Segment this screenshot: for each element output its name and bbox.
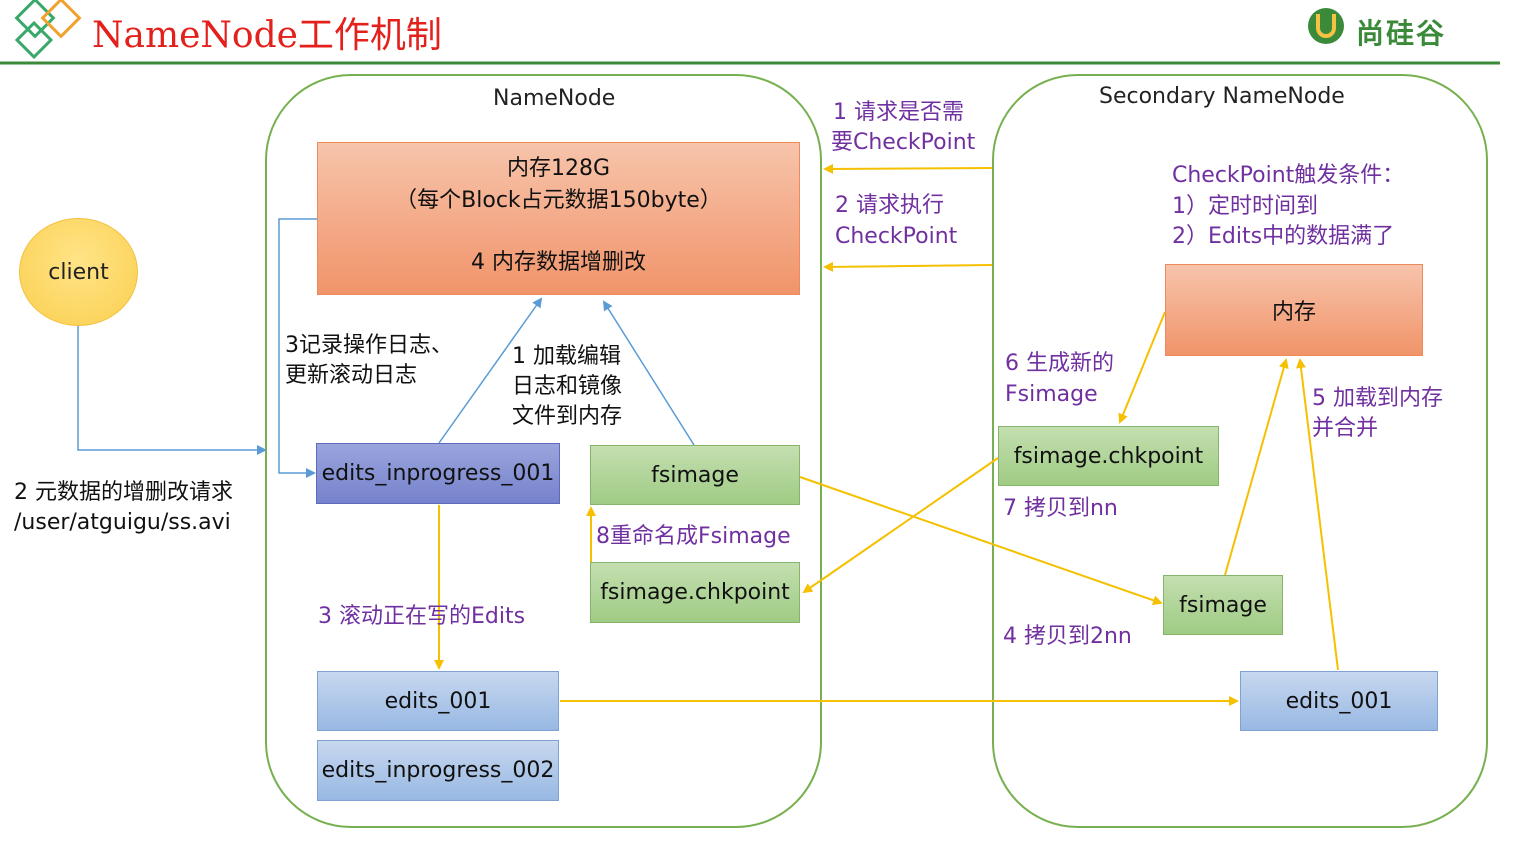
load-fsimage-2nn-arrow [1224,358,1289,576]
namenode-title: NameNode [493,86,616,111]
namenode-memory-op: 4 内存数据增删改 [471,250,646,275]
edits-inprogress-001-box: edits_inprogress_001 [316,443,560,504]
log-note-line-1: 3记录操作日志、 [285,333,453,358]
load-merge-note-line-1: 5 加载到内存 [1312,386,1443,411]
load-edits-2nn-arrow [1296,358,1339,671]
load-edits-arrow [438,297,543,444]
namenode-fsimage-box: fsimage [590,445,800,505]
copy-to-nn-note: 7 拷贝到nn [1003,496,1118,521]
checkpoint-exec-line-2: CheckPoint [835,224,958,249]
namenode-fsimage-chkpoint-label: fsimage.chkpoint [600,580,790,605]
secondary-memory-box: 内存 [1165,264,1423,356]
page-title: NameNode工作机制 [92,15,442,56]
checkpoint-query-line-2: 要CheckPoint [831,130,976,155]
generate-note-line-1: 6 生成新的 [1005,351,1114,376]
load-note-line-1: 1 加载编辑 [512,344,621,369]
client-node: client [19,218,138,326]
trigger-condition-2: 2）Edits中的数据满了 [1172,224,1395,249]
secondary-memory-label: 内存 [1271,300,1316,325]
company-logo-icon [1308,8,1344,44]
checkpoint-query-line-1: 1 请求是否需 [833,100,964,125]
namenode-fsimage-chkpoint-box: fsimage.chkpoint [590,562,800,623]
secondary-namenode-title: Secondary NameNode [1099,84,1345,109]
secondary-fsimage-label: fsimage [1179,592,1267,618]
client-label: client [48,259,109,285]
load-note-line-3: 文件到内存 [512,404,623,429]
checkpoint-query-arrow [823,163,993,174]
trigger-title: CheckPoint触发条件： [1172,163,1405,188]
secondary-edits-001-box: edits_001 [1240,671,1438,731]
roll-edits-note: 3 滚动正在写的Edits [318,604,526,629]
log-note-line-2: 更新滚动日志 [285,363,418,388]
copy-chkpoint-arrow [802,457,999,594]
client-request-label-1: 2 元数据的增删改请求 [14,480,233,505]
secondary-namenode-panel [992,74,1488,828]
generate-note-line-2: Fsimage [1005,382,1098,407]
secondary-fsimage-box: fsimage [1163,575,1283,635]
rename-note: 8重命名成Fsimage [596,524,791,549]
namenode-fsimage-label: fsimage [651,462,739,488]
namenode-edits-001-label: edits_001 [384,688,492,714]
namenode-memory-note: （每个Block占元数据150byte） [395,188,722,213]
secondary-fsimage-chkpoint-box: fsimage.chkpoint [998,426,1219,486]
namenode-memory-size: 内存128G [506,156,611,181]
secondary-fsimage-chkpoint-label: fsimage.chkpoint [1013,443,1204,469]
copy-to-2nn-note: 4 拷贝到2nn [1003,624,1132,649]
namenode-memory-box: 内存128G （每个Block占元数据150byte） 4 内存数据增删改 [317,142,800,295]
trigger-condition-1: 1）定时时间到 [1172,194,1318,219]
secondary-edits-001-label: edits_001 [1285,688,1393,714]
edits-inprogress-002-label: edits_inprogress_002 [321,758,555,783]
load-note-line-2: 日志和镜像 [512,374,623,399]
log-operation-arrow [278,218,317,478]
edits-inprogress-002-box: edits_inprogress_002 [317,740,559,801]
edits-inprogress-001-label: edits_inprogress_001 [321,461,555,486]
client-request-arrow [77,326,267,455]
checkpoint-exec-arrow [823,261,993,272]
checkpoint-exec-line-1: 2 请求执行 [835,193,944,218]
namenode-edits-001-box: edits_001 [317,671,559,731]
generate-fsimage-arrow [1118,311,1166,424]
copy-fsimage-arrow [799,476,1163,606]
diamond-logo-icon [14,0,82,60]
client-request-label-2: /user/atguigu/ss.avi [14,510,231,535]
header-graphics [0,0,1500,65]
company-logo-text: 尚硅谷 [1356,17,1447,50]
load-merge-note-line-2: 并合并 [1312,416,1379,441]
load-fsimage-arrow [602,300,695,446]
